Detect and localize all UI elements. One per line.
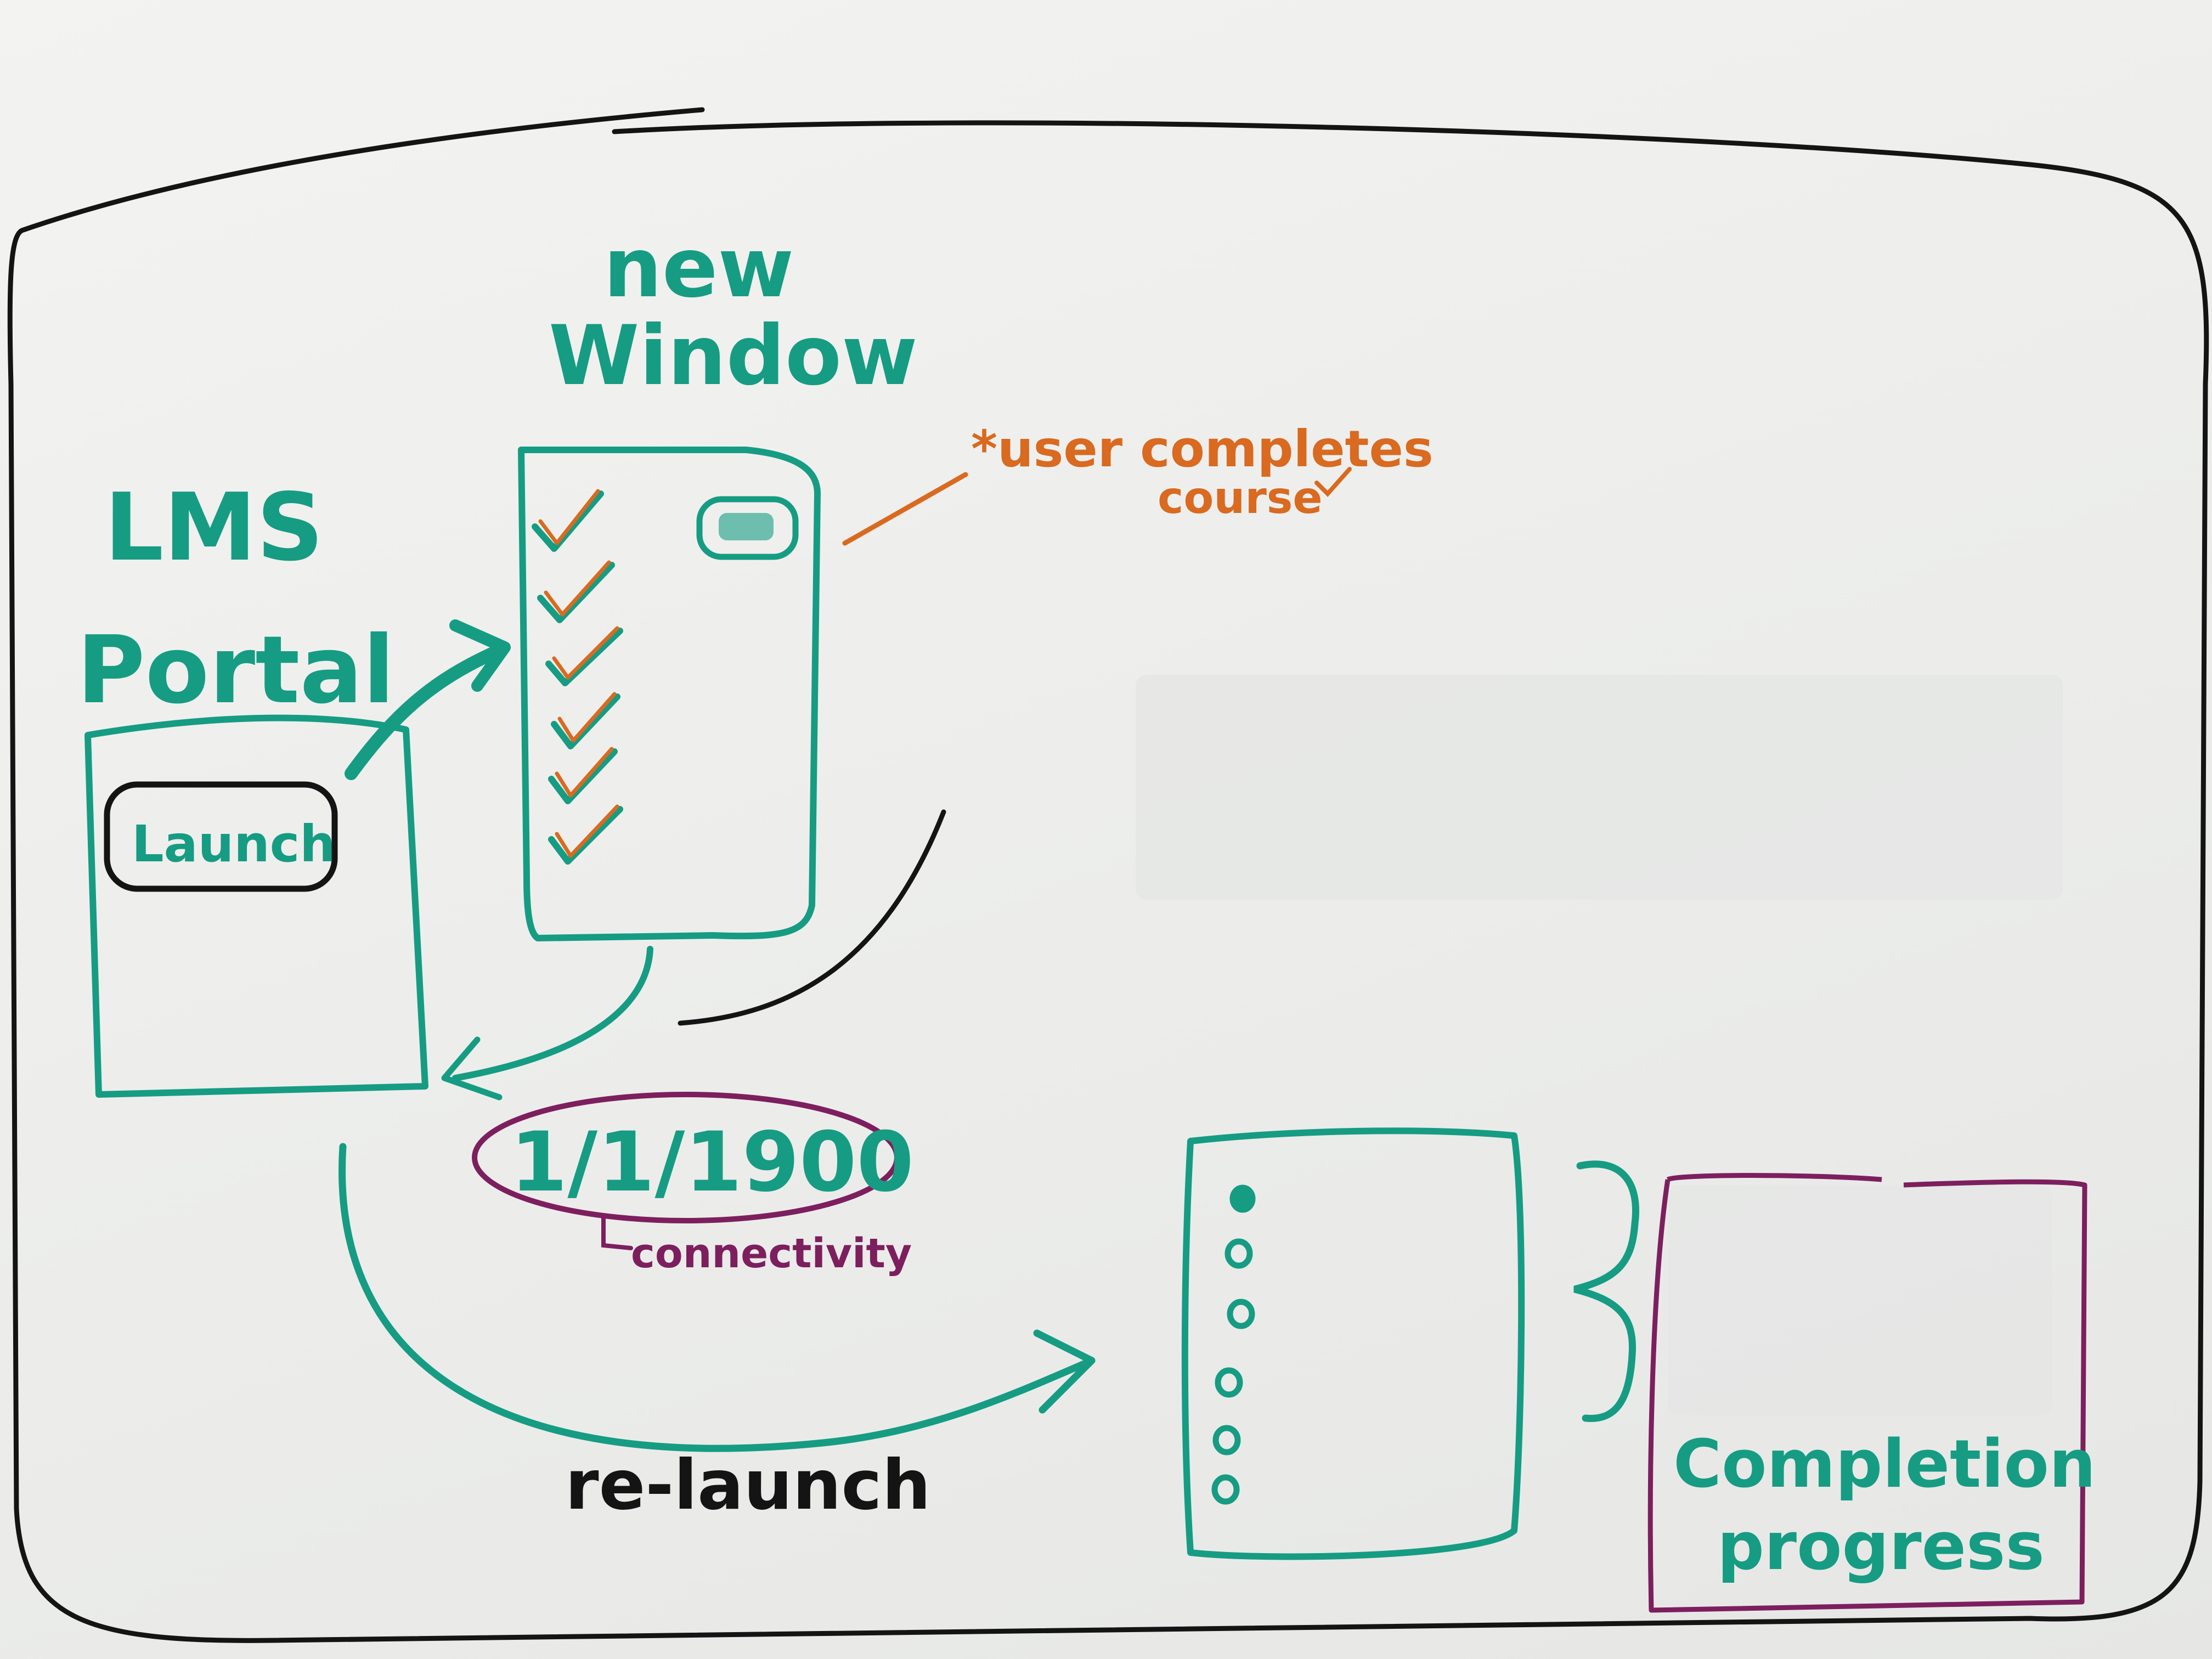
progress-dot-5 [1212, 1425, 1241, 1455]
new-window-title-line1: new [603, 221, 794, 316]
lms-title-line2: Portal [77, 616, 394, 725]
exit-button[interactable] [696, 496, 799, 560]
progress-dot-6 [1211, 1474, 1240, 1505]
check-2-icon-orange [544, 560, 611, 617]
relaunch-window-box [1181, 1127, 1525, 1560]
black-curve [678, 809, 946, 1026]
check-1-icon [532, 490, 604, 552]
check-1-icon-orange [538, 489, 600, 545]
check-4-icon-orange [557, 692, 617, 743]
erased-area [1136, 675, 2063, 900]
check-5-icon [548, 748, 618, 804]
note-line1: *user completes [971, 420, 1434, 478]
progress-dot-1 [1229, 1184, 1256, 1213]
launch-arrow [345, 646, 500, 780]
note-check-icon [1314, 467, 1352, 497]
launch-button[interactable] [104, 781, 338, 892]
progress-dot-2 [1224, 1238, 1253, 1269]
check-6-icon-orange [555, 804, 619, 858]
relaunch-arrow-head [1033, 1329, 1096, 1414]
return-arrow [452, 946, 653, 1081]
lms-portal-box [84, 714, 428, 1098]
brace [1573, 1160, 1639, 1423]
checklist [532, 489, 623, 865]
connectivity-bracket [601, 1213, 633, 1250]
note-line2: course [1158, 472, 1323, 523]
lms-title-line1: LMS [104, 473, 324, 582]
note-connector [842, 472, 968, 546]
return-arrow-head [441, 1036, 503, 1101]
new-window-title-line2: Window [549, 308, 918, 404]
progress-dots [1211, 1184, 1256, 1505]
new-window-box [518, 447, 821, 941]
launch-arrow-head [449, 619, 511, 692]
exit-button-inner [719, 513, 774, 540]
date-value: 1/1/1900 [510, 1115, 914, 1210]
progress-dot-3 [1227, 1299, 1255, 1329]
check-6-icon [548, 806, 623, 865]
progress-dot-4 [1215, 1367, 1243, 1398]
connectivity-label: connectivity [631, 1230, 912, 1277]
completion-label-line2: progress [1717, 1509, 2045, 1585]
relaunch-label: re-launch [565, 1446, 931, 1525]
relaunch-arrow [338, 1143, 1096, 1452]
check-4-icon [551, 693, 620, 749]
launch-button-label: Launch [132, 815, 336, 873]
check-3-icon-orange [552, 626, 619, 680]
completion-label-line1: Completion [1673, 1426, 2096, 1503]
check-5-icon-orange [555, 747, 614, 798]
check-2-icon [537, 562, 615, 623]
date-oval [472, 1092, 900, 1223]
check-3-icon [545, 628, 623, 686]
erased-area-small [1668, 1185, 2052, 1415]
board-frame [7, 107, 2209, 1643]
completion-box [1647, 1173, 2087, 1613]
